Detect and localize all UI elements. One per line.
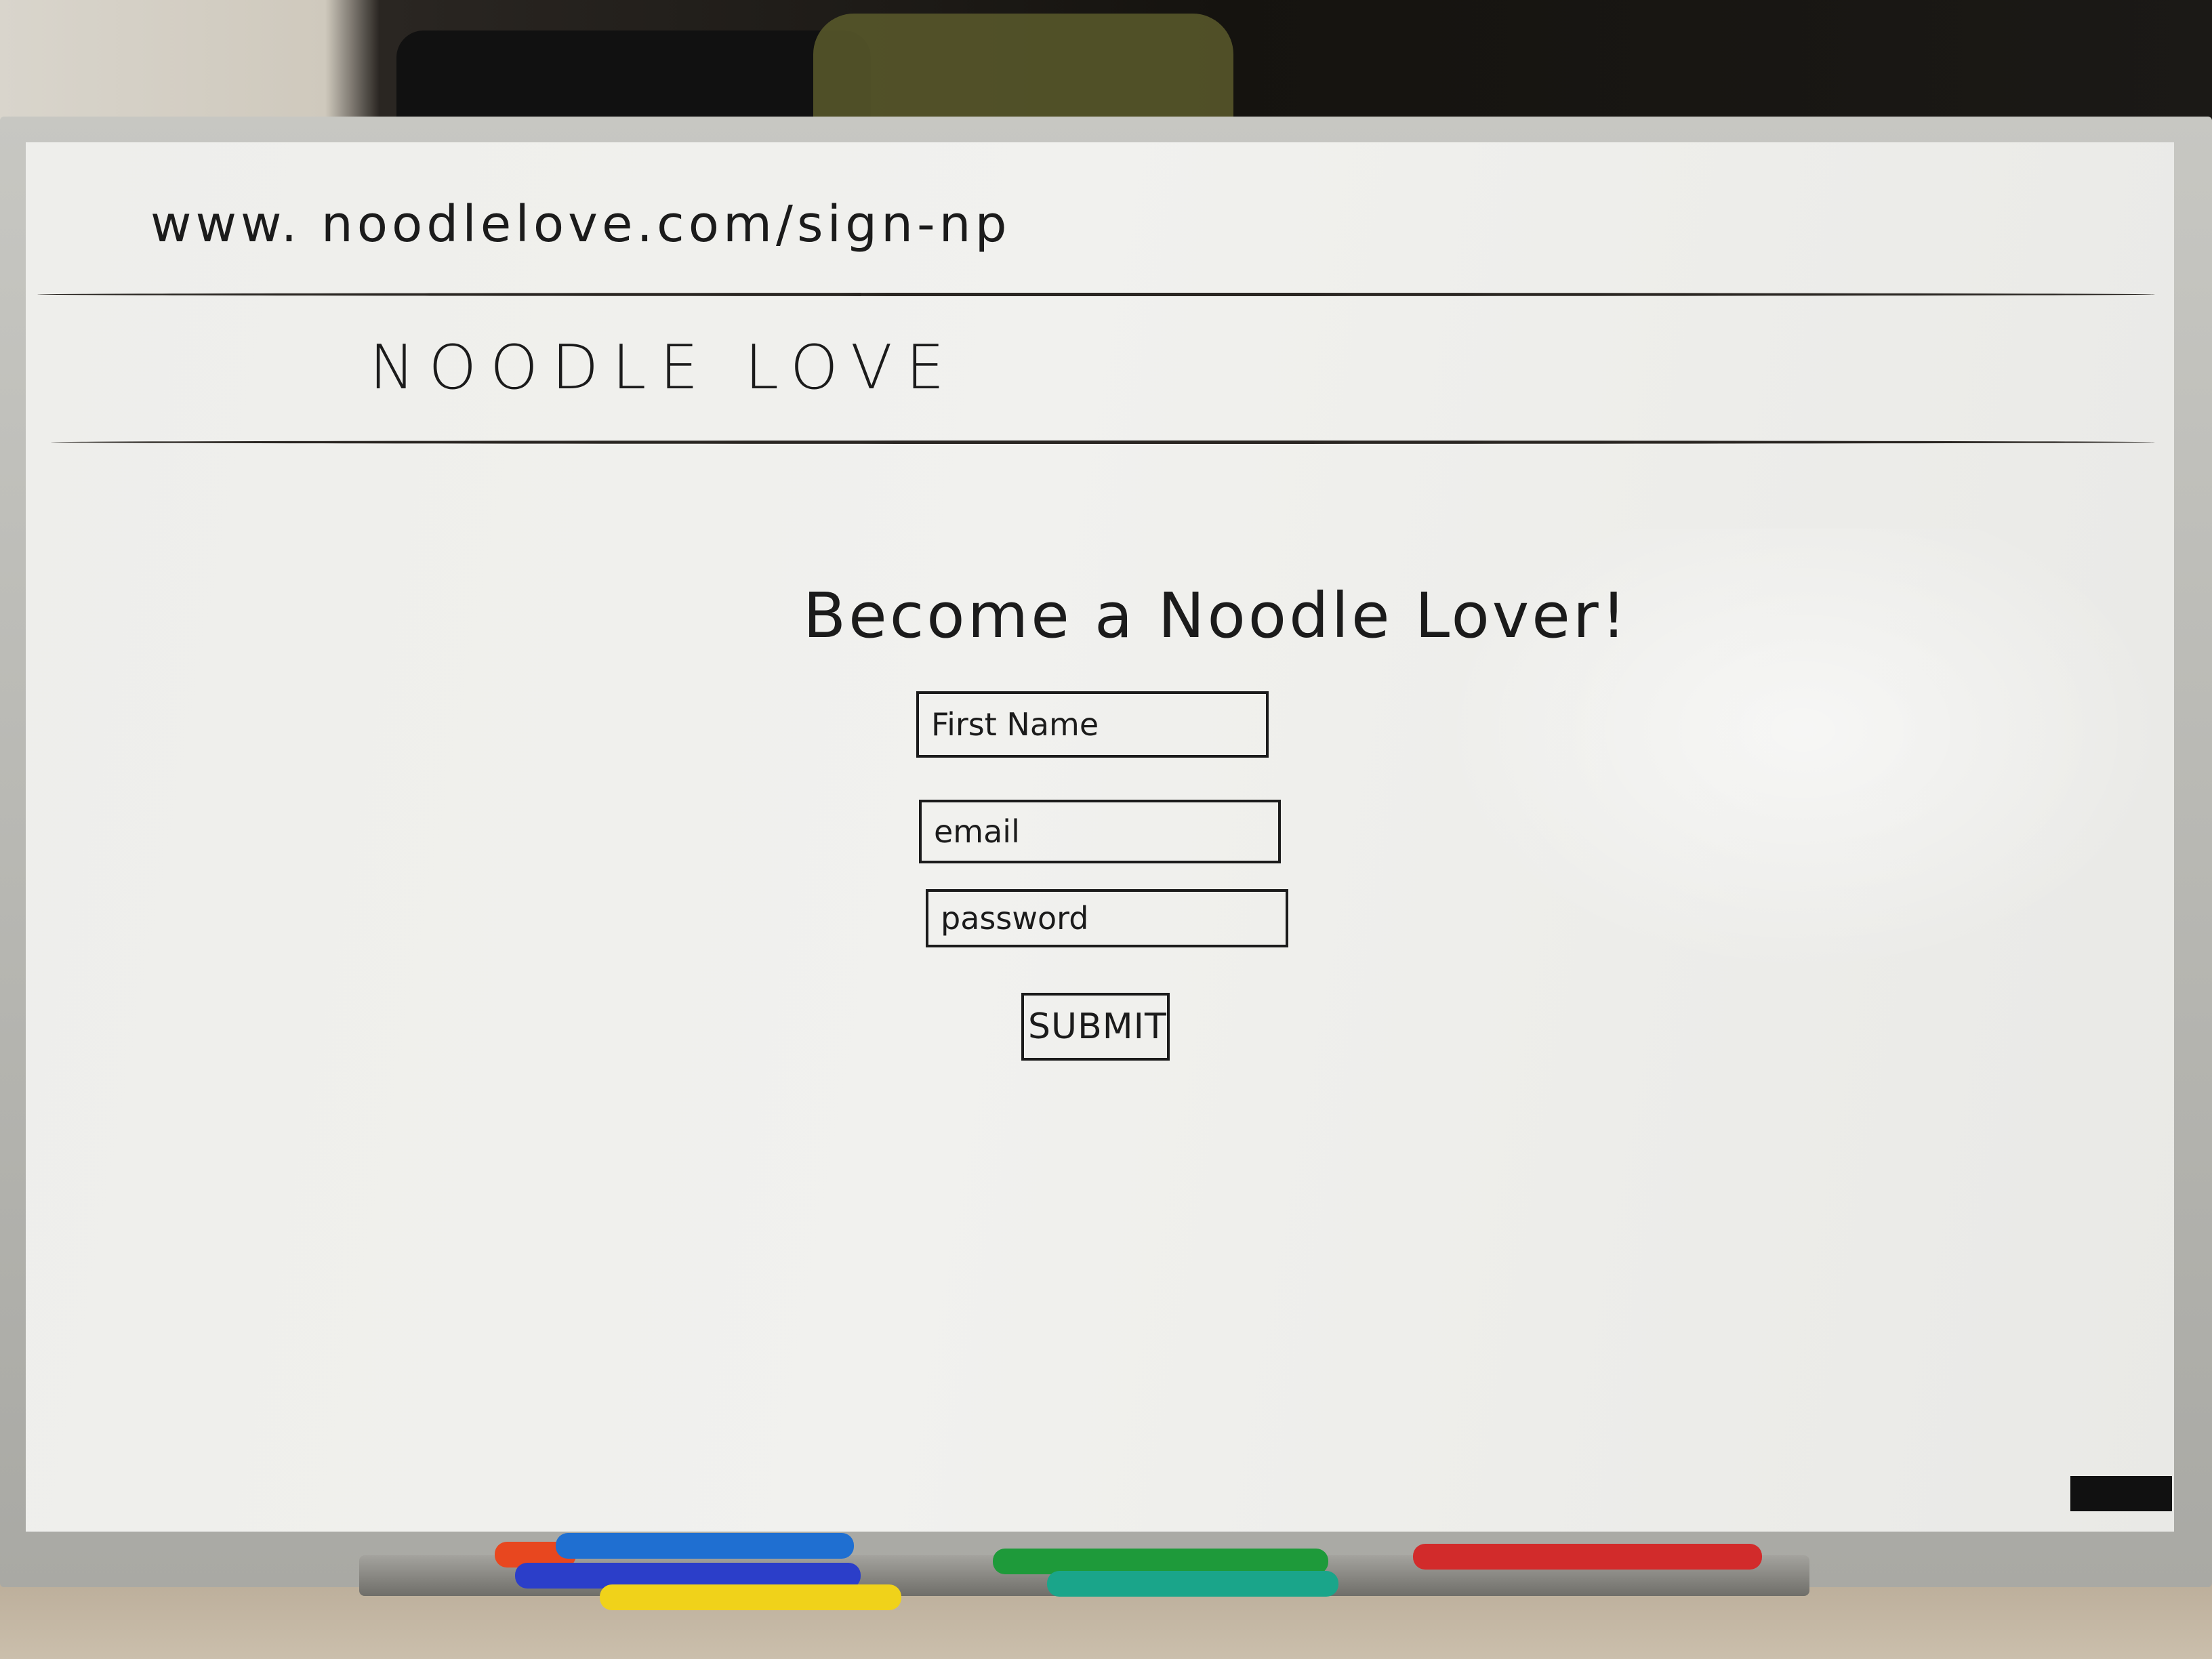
address-bar-url: www. noodlelove.com/sign-np xyxy=(150,195,1011,253)
backpack xyxy=(813,14,1233,129)
email-field[interactable] xyxy=(919,800,1281,863)
header-divider-top xyxy=(37,293,2155,296)
blue-marker xyxy=(556,1533,854,1559)
red-marker xyxy=(1413,1544,1762,1570)
yellow-marker xyxy=(600,1584,901,1610)
teal-marker xyxy=(1047,1571,1338,1597)
password-field[interactable] xyxy=(926,889,1288,947)
first-name-field[interactable] xyxy=(916,691,1269,758)
site-logo-text: NOODLE LOVE xyxy=(369,332,958,403)
green-marker xyxy=(993,1549,1328,1574)
bag xyxy=(396,30,871,125)
signup-heading: Become a Noodle Lover! xyxy=(803,579,1629,652)
whiteboard-brand-logo xyxy=(2070,1476,2172,1511)
submit-button[interactable]: SUBMIT xyxy=(1021,993,1170,1061)
navy-marker xyxy=(515,1563,861,1589)
header-divider-bottom xyxy=(51,441,2155,444)
window-reflection xyxy=(1437,529,2169,976)
